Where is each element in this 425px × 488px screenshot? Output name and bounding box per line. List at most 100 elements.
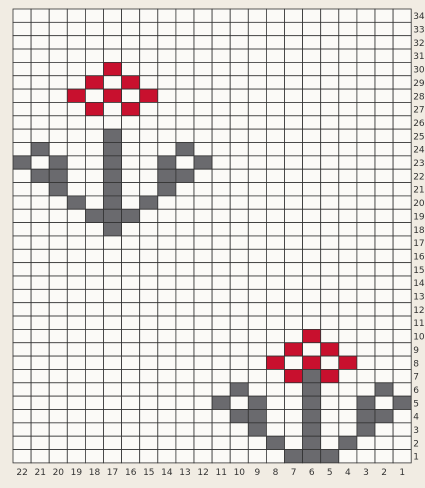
grid-cell — [248, 156, 266, 169]
grid-cell — [339, 450, 357, 463]
grid-cell — [266, 196, 284, 209]
grid-cell — [266, 143, 284, 156]
grid-cell — [248, 22, 266, 35]
grid-cell — [85, 383, 103, 396]
grid-cell — [393, 116, 411, 129]
grid-cell — [158, 316, 176, 329]
grid-cell — [194, 196, 212, 209]
row-label: 27 — [413, 106, 424, 116]
grid-cell — [230, 169, 248, 182]
grid-cell — [67, 249, 85, 262]
grid-cell — [85, 249, 103, 262]
grid-cell — [248, 129, 266, 142]
grid-cell — [49, 263, 67, 276]
grid-cell — [266, 369, 284, 382]
grid-cell — [375, 102, 393, 115]
grid-cell — [49, 369, 67, 382]
grid-cell — [375, 303, 393, 316]
grid-cell — [321, 62, 339, 75]
grid-cell — [176, 116, 194, 129]
grid-cell — [212, 343, 230, 356]
grid-cell — [122, 49, 140, 62]
grid-cell — [140, 423, 158, 436]
grid-cell-gray — [104, 156, 122, 169]
grid-cell — [85, 396, 103, 409]
grid-cell — [85, 9, 103, 22]
grid-cell — [321, 9, 339, 22]
grid-cell — [303, 102, 321, 115]
grid-cell — [321, 236, 339, 249]
grid-cell — [303, 303, 321, 316]
grid-cell — [230, 209, 248, 222]
grid-cell — [158, 410, 176, 423]
grid-cell — [339, 396, 357, 409]
grid-cell — [285, 9, 303, 22]
grid-cell — [230, 276, 248, 289]
grid-cell — [104, 116, 122, 129]
grid-cell — [321, 383, 339, 396]
grid-cell — [176, 223, 194, 236]
grid-cell — [285, 263, 303, 276]
grid-cell — [194, 343, 212, 356]
grid-cell — [266, 22, 284, 35]
grid-cell — [31, 329, 49, 342]
grid-cell — [31, 450, 49, 463]
grid-cell-gray — [230, 410, 248, 423]
grid-cell-red — [321, 369, 339, 382]
grid-cell — [31, 76, 49, 89]
grid-cell — [194, 9, 212, 22]
grid-cell — [85, 276, 103, 289]
grid-cell — [140, 343, 158, 356]
grid-cell — [393, 356, 411, 369]
grid-cell — [140, 329, 158, 342]
grid-cell-gray — [303, 450, 321, 463]
grid-cell — [212, 236, 230, 249]
grid-cell — [212, 76, 230, 89]
grid-cell-gray — [49, 156, 67, 169]
grid-cell — [266, 49, 284, 62]
grid-cell — [357, 369, 375, 382]
column-label: 6 — [309, 468, 315, 478]
grid-cell — [13, 36, 31, 49]
grid-cell — [194, 102, 212, 115]
grid-cell — [212, 143, 230, 156]
grid-cell — [158, 276, 176, 289]
grid-cell — [393, 410, 411, 423]
grid-cell — [248, 436, 266, 449]
grid-cell — [321, 183, 339, 196]
grid-cell — [321, 329, 339, 342]
grid-cell — [375, 22, 393, 35]
grid-cell — [31, 396, 49, 409]
grid-cell — [375, 129, 393, 142]
grid-cell — [285, 183, 303, 196]
grid-cell — [194, 329, 212, 342]
grid-cell — [122, 116, 140, 129]
grid-cell — [49, 436, 67, 449]
grid-cell — [104, 329, 122, 342]
grid-cell — [321, 249, 339, 262]
grid-cell-gray — [357, 423, 375, 436]
grid-cell — [321, 289, 339, 302]
grid-cell-gray — [176, 143, 194, 156]
grid-cell — [266, 249, 284, 262]
grid-cell — [85, 329, 103, 342]
grid-cell — [85, 143, 103, 156]
grid-cell — [85, 410, 103, 423]
grid-cell — [194, 436, 212, 449]
column-label: 10 — [234, 468, 246, 478]
grid-cell — [266, 316, 284, 329]
grid-cell — [212, 62, 230, 75]
grid-cell — [339, 129, 357, 142]
grid-cell — [375, 183, 393, 196]
grid-cell-red — [303, 356, 321, 369]
grid-cell — [31, 116, 49, 129]
grid-cell — [49, 223, 67, 236]
grid-cell — [285, 423, 303, 436]
grid-cell — [176, 383, 194, 396]
grid-cell — [339, 343, 357, 356]
grid-cell-gray — [104, 196, 122, 209]
grid-cell — [158, 303, 176, 316]
grid-cell — [375, 316, 393, 329]
grid-cell — [194, 49, 212, 62]
grid-cell-gray — [67, 196, 85, 209]
